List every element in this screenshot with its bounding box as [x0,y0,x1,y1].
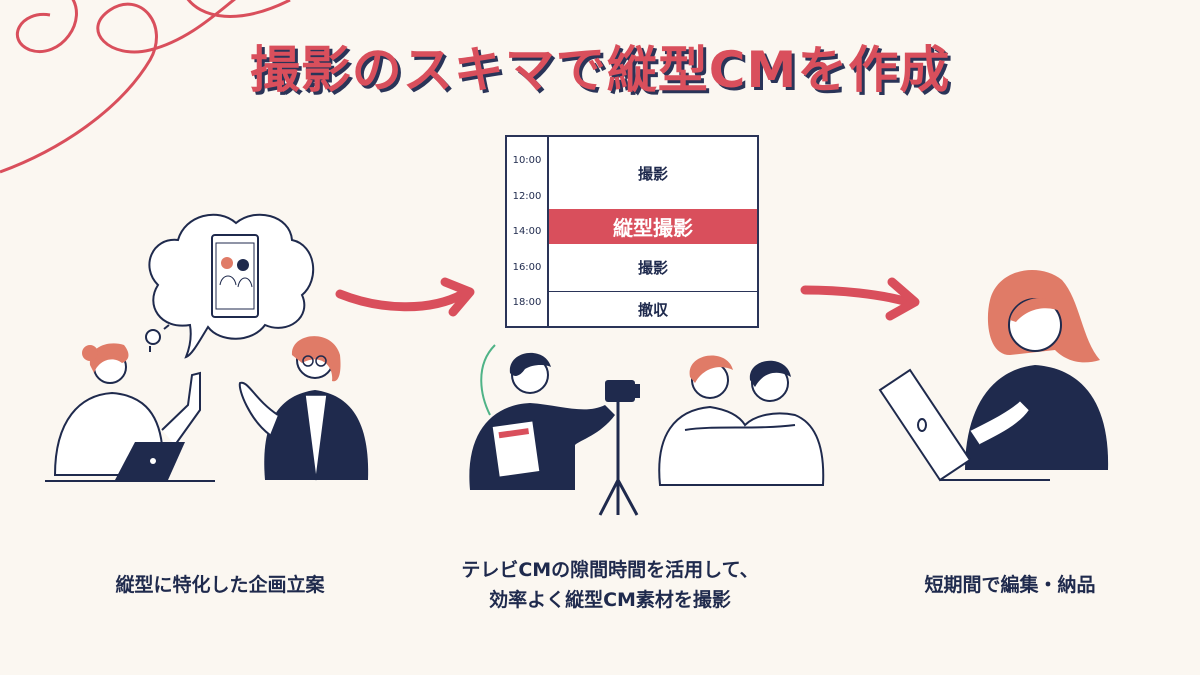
schedule-block: 撮影 [637,164,668,183]
schedule-time: 14:00 [512,226,542,237]
laptop-icon [115,442,185,480]
step-caption-line: テレビCMの隙間時間を活用して、 [461,559,759,581]
decorative-swirl [0,0,291,174]
camera-icon [605,380,640,402]
arrow-right-icon [335,277,475,317]
editing-illustration [878,269,1109,482]
schedule-block: 撤収 [637,300,668,319]
step-caption: テレビCMの隙間時間を活用して、 効率よく縦型CM素材を撮影 [420,555,800,616]
arrow-right-icon [800,277,920,321]
schedule-time-column: 10:00 12:00 14:00 16:00 18:00 [507,137,549,326]
shooting-illustration [469,344,825,516]
schedule-block: 撮影 [549,244,757,292]
step-caption: 短期間で編集・納品 [924,574,1096,596]
schedule-time: 10:00 [512,155,542,166]
lightbulb-icon [145,324,170,352]
schedule-block-highlight: 縦型撮影 [549,209,757,244]
schedule-time: 16:00 [512,262,542,273]
step-caption: 縦型に特化した企画立案 [115,574,325,596]
tripod-icon [598,402,639,516]
schedule-time: 18:00 [512,297,542,308]
laptop-icon [878,368,1050,482]
schedule-time: 12:00 [512,191,542,202]
shooting-schedule: 10:00 12:00 14:00 16:00 18:00 撮影 縦型撮影 撮影… [505,135,759,328]
phone-icon [211,234,259,318]
step-caption-line: 効率よく縦型CM素材を撮影 [489,589,731,612]
planning-illustration [45,213,369,482]
page-title: 撮影のスキマで縦型CMを作成 [249,41,951,99]
